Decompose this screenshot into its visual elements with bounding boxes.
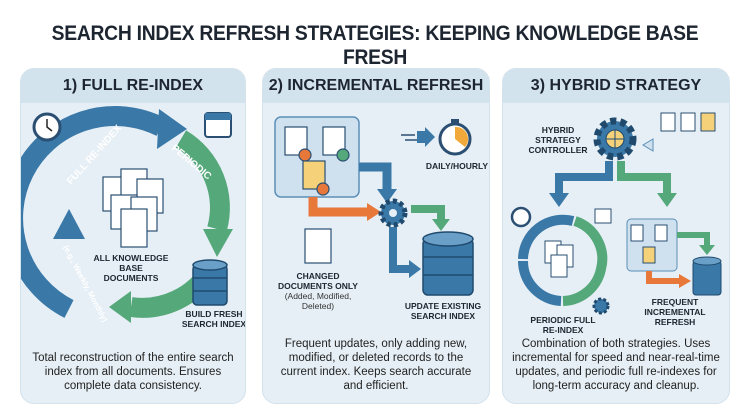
bottom-arrowhead — [109, 291, 131, 323]
database-icon — [192, 259, 228, 306]
panel-description: Frequent updates, only adding new, modif… — [280, 338, 472, 392]
left-arrowhead — [53, 209, 85, 239]
panel-heading: 2) INCREMENTAL REFRESH — [263, 69, 489, 103]
schedule-label: DAILY/HOURLY — [425, 161, 489, 171]
green-branch-arrow — [617, 161, 671, 195]
panel-incremental-refresh: 2) INCREMENTAL REFRESH DAILY/HOURLY CHAN… — [262, 68, 490, 404]
document-icon — [304, 228, 332, 264]
changed-documents-label: CHANGED DOCUMENTS ONLY(Added, Modified, … — [271, 271, 365, 311]
full-reindex-cycle-diagram: FULL RE-INDEX PERIODIC (e.g., Weekly, Mo… — [21, 106, 233, 324]
document-icons — [284, 126, 350, 196]
panel-heading: 3) HYBRID STRATEGY — [503, 69, 729, 103]
database-icon — [422, 231, 474, 296]
incremental-diagram — [274, 116, 474, 296]
green-flow-arrow — [411, 205, 445, 221]
database-icon — [692, 256, 722, 296]
documents-icon — [102, 168, 164, 248]
blue-cycle-arrow — [518, 214, 575, 260]
blue-branch-arrow — [555, 161, 613, 195]
green-flow-arrow — [677, 232, 710, 247]
blue-arrowhead — [157, 109, 187, 149]
green-cycle-arrow — [175, 130, 230, 232]
green-cycle-arrow — [562, 216, 608, 306]
frequent-label: FREQUENT INCREMENTAL REFRESH — [644, 297, 706, 327]
stopwatch-icon — [438, 119, 472, 156]
orange-flow-arrow — [308, 197, 368, 217]
incoming-documents-icon — [660, 112, 716, 132]
small-gear-icon — [592, 297, 610, 315]
panel-heading: 1) FULL RE-INDEX — [21, 69, 245, 103]
hybrid-diagram — [510, 112, 722, 315]
documents-label: ALL KNOWLEDGE BASE DOCUMENTS — [93, 253, 169, 283]
blue-cycle-arrow — [21, 106, 166, 318]
index-label: UPDATE EXISTING SEARCH INDEX — [404, 301, 482, 321]
speed-lines-icon — [401, 134, 417, 141]
gear-icon — [593, 117, 637, 161]
blue-flow-arrow — [359, 162, 392, 191]
page-title: SEARCH INDEX REFRESH STRATEGIES: KEEPING… — [51, 22, 699, 69]
controller-label: HYBRID STRATEGY CONTROLLER — [528, 125, 588, 155]
incoming-arrow — [642, 138, 654, 152]
index-label: BUILD FRESH SEARCH INDEX — [181, 309, 246, 329]
changed-label: CHANGED DOCUMENTS ONLY — [278, 271, 358, 291]
gear-icon — [378, 198, 408, 228]
periodic-label: PERIODIC FULL RE-INDEX — [530, 315, 596, 335]
clock-icon — [32, 112, 62, 142]
documents-icon — [544, 240, 574, 278]
clock-icon — [510, 206, 532, 228]
changed-sub-label: (Added, Modified, Deleted) — [284, 291, 352, 311]
calendar-icon — [204, 112, 232, 138]
calendar-icon — [594, 208, 612, 224]
panel-description: Combination of both strategies. Uses inc… — [512, 338, 720, 392]
orange-flow-arrow — [646, 271, 681, 284]
panel-description: Total reconstruction of the entire searc… — [32, 352, 234, 392]
green-arrowhead — [203, 229, 233, 257]
panel-full-reindex: 1) FULL RE-INDEX FULL RE-INDEX PERIODIC … — [20, 68, 246, 404]
panel-hybrid-strategy: 3) HYBRID STRATEGY HYBRID STRATEGY CONTR… — [502, 68, 730, 404]
blue-down-arrow — [389, 227, 411, 273]
